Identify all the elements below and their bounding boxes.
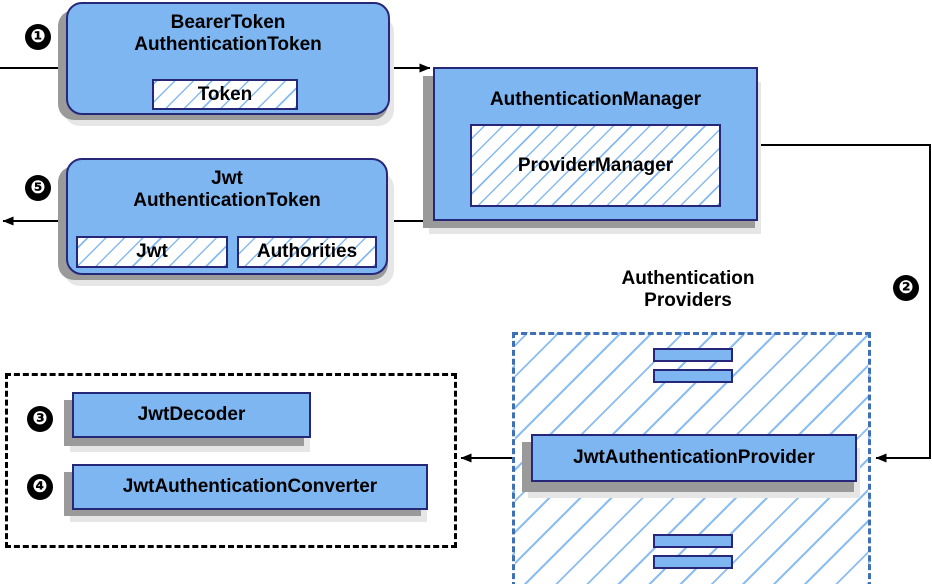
providers-label-line2: Providers (644, 290, 732, 311)
authentication-providers-label: Authentication Providers (588, 268, 788, 312)
bearer-token-title-line1: BearerToken (170, 12, 286, 33)
step-marker-2: ❷ (893, 275, 919, 301)
inner-authorities-label: Authorities (256, 241, 358, 262)
step-marker-4: ❹ (27, 474, 53, 500)
node-jwt-authentication-provider[interactable]: JwtAuthenticationProvider (531, 434, 857, 482)
node-bearer-token-authentication-token[interactable]: BearerToken AuthenticationToken (66, 2, 390, 115)
node-jwt-decoder[interactable]: JwtDecoder (72, 392, 311, 438)
inner-jwt-box[interactable]: Jwt (76, 236, 228, 268)
providers-label-line1: Authentication (621, 268, 755, 289)
jwt-token-title-line1: Jwt (211, 168, 243, 189)
inner-provider-manager-label: ProviderManager (517, 154, 674, 176)
provider-placeholder-bar-bottom-1 (653, 534, 733, 548)
bearer-token-title-line2: AuthenticationToken (134, 34, 322, 55)
step-marker-1: ❶ (25, 24, 51, 50)
step-marker-5: ❺ (25, 175, 51, 201)
provider-placeholder-bar-top-2 (653, 369, 733, 383)
inner-jwt-label: Jwt (136, 241, 168, 262)
auth-manager-title: AuthenticationManager (489, 89, 702, 110)
jwt-provider-label: JwtAuthenticationProvider (573, 447, 815, 468)
inner-token-label: Token (197, 83, 253, 105)
provider-placeholder-bar-top-1 (653, 348, 733, 362)
provider-placeholder-bar-bottom-2 (653, 555, 733, 569)
step-marker-3: ❸ (27, 406, 53, 432)
jwt-helpers-container (5, 373, 457, 548)
jwt-decoder-label: JwtDecoder (137, 404, 246, 425)
jwt-converter-label: JwtAuthenticationConverter (122, 476, 378, 497)
jwt-token-title-line2: AuthenticationToken (133, 190, 321, 211)
inner-authorities-box[interactable]: Authorities (237, 236, 377, 268)
node-jwt-authentication-converter[interactable]: JwtAuthenticationConverter (72, 464, 428, 510)
inner-token-box[interactable]: Token (152, 79, 298, 110)
inner-provider-manager-box[interactable]: ProviderManager (470, 124, 721, 207)
